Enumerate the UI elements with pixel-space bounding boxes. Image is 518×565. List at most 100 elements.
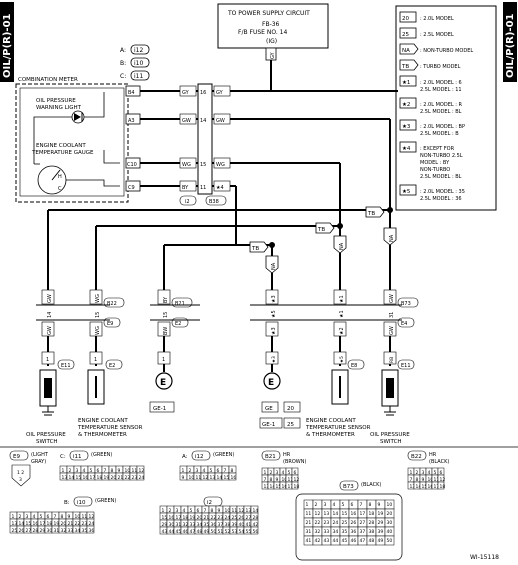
svg-text:B21: B21 (265, 454, 276, 460)
svg-text:B:: B: (64, 500, 70, 506)
legend-tag: 20 (402, 16, 409, 22)
svg-text:18: 18 (97, 475, 103, 481)
svg-text:10: 10 (387, 502, 393, 508)
svg-text:24: 24 (225, 515, 231, 521)
svg-text:7: 7 (264, 477, 267, 483)
svg-text:10: 10 (225, 508, 231, 514)
svg-text:B22: B22 (411, 454, 422, 460)
svg-text:5: 5 (190, 508, 193, 514)
svg-text:18: 18 (369, 511, 375, 517)
power-box-wire: GY (270, 51, 276, 59)
legend-tag: NA (402, 48, 410, 54)
svg-text:6: 6 (47, 514, 50, 520)
svg-text:NA: NA (389, 234, 395, 242)
svg-text:11: 11 (306, 511, 312, 517)
svg-text:NA: NA (271, 262, 277, 270)
svg-text:40: 40 (239, 522, 245, 528)
jn-num-4: 11 (200, 185, 206, 191)
svg-text:3: 3 (76, 468, 79, 474)
svg-text:45: 45 (342, 538, 348, 544)
svg-text:E: E (160, 378, 166, 388)
ll-num-2: 15 (95, 312, 101, 318)
legend-item: ★5: 2.0L MODEL : 35 2.5L MODEL : 36 (399, 184, 465, 202)
svg-text:36: 36 (351, 529, 357, 535)
svg-text:15: 15 (422, 484, 428, 490)
svg-text:13: 13 (246, 508, 252, 514)
svg-text:2: 2 (270, 470, 273, 476)
svg-text:42: 42 (253, 522, 259, 528)
ground-icon-right: E (263, 372, 281, 390)
svg-text:26: 26 (239, 515, 245, 521)
svg-text:GRAY): GRAY) (31, 459, 46, 465)
conn-b-prefix: B: (120, 60, 126, 67)
svg-text:C:: C: (60, 454, 66, 460)
lr-ground-ge1: GE-1 (262, 422, 275, 428)
legend-text: 2.5L MODEL : BL (420, 109, 462, 115)
svg-text:4: 4 (33, 514, 36, 520)
oil-pressure-switch-right-icon (381, 369, 399, 416)
svg-text:16: 16 (282, 484, 288, 490)
svg-text:NA: NA (339, 242, 345, 250)
svg-text:2: 2 (189, 468, 192, 474)
svg-text:19: 19 (378, 511, 384, 517)
mid-junction: GY 16 GY GW 14 GW WG 15 WG BY 11 ★4 i2 (179, 83, 231, 206)
svg-text:46: 46 (351, 538, 357, 544)
svg-text:45: 45 (176, 529, 182, 535)
svg-text:9: 9 (422, 477, 425, 483)
svg-text:53: 53 (232, 529, 238, 535)
legend-text: : NON-TURBO MODEL (420, 48, 473, 54)
lr-wire-top-2: ★1 (339, 295, 345, 303)
ground-icon-mid: E (155, 372, 173, 390)
svg-text:16: 16 (351, 511, 357, 517)
svg-text:13: 13 (324, 511, 330, 517)
svg-text:43: 43 (324, 538, 330, 544)
caption-left-switch-2: SWITCH (36, 439, 58, 445)
tag-tb-1: TB (365, 206, 385, 218)
svg-text:12: 12 (315, 511, 321, 517)
legend-text: 2.5L MODEL : BL (420, 174, 462, 180)
oil-pressure-switch-left-icon (39, 369, 57, 416)
svg-text:5: 5 (342, 502, 345, 508)
power-box-fuse2: F/B FUSE NO. 14 (238, 29, 287, 36)
svg-text:5: 5 (288, 470, 291, 476)
ll-conn-e11: E11 (61, 363, 71, 369)
svg-text:35: 35 (82, 528, 88, 534)
svg-text:26: 26 (351, 520, 357, 526)
junction-row-3: WG 15 WG (179, 157, 231, 169)
jn-num-1: 16 (200, 90, 206, 96)
jn-num-2: 14 (200, 118, 206, 124)
legend-text: : 2.5L MODEL (420, 32, 454, 38)
svg-text:13: 13 (264, 484, 270, 490)
lr-num-2: ★1 (339, 310, 345, 318)
lm-pin: 1 (162, 357, 165, 363)
svg-text:1: 1 (182, 468, 185, 474)
lr-rb: RB (389, 357, 395, 363)
svg-text:11: 11 (132, 468, 138, 474)
svg-text:23: 23 (218, 515, 224, 521)
svg-text:3: 3 (422, 470, 425, 476)
connector-id-tags: A: i12 B: i10 C: i11 (120, 44, 150, 81)
legend-item: ★4: EXCEPT FOR NON-TURBO 2.5L MODEL : BY… (399, 141, 463, 180)
conn-a-id: i12 (134, 47, 143, 54)
tag-na-1: NA (383, 227, 397, 246)
svg-text:35: 35 (204, 522, 210, 528)
jl-wire-3: WG (182, 162, 191, 168)
svg-text:35: 35 (342, 529, 348, 535)
svg-text:8: 8 (61, 514, 64, 520)
svg-text:17: 17 (360, 511, 366, 517)
svg-text:18: 18 (183, 515, 189, 521)
legend-tag: ★1 (402, 80, 410, 86)
svg-text:3: 3 (19, 477, 22, 483)
lm-conn-b21: B21 (175, 301, 185, 307)
svg-text:47: 47 (360, 538, 366, 544)
svg-text:36: 36 (89, 528, 95, 534)
svg-text:A:: A: (182, 454, 188, 460)
svg-text:41: 41 (246, 522, 252, 528)
caption-left-switch-1: OIL PRESSURE (26, 432, 66, 438)
svg-text:20: 20 (111, 475, 117, 481)
svg-text:11: 11 (196, 475, 202, 481)
